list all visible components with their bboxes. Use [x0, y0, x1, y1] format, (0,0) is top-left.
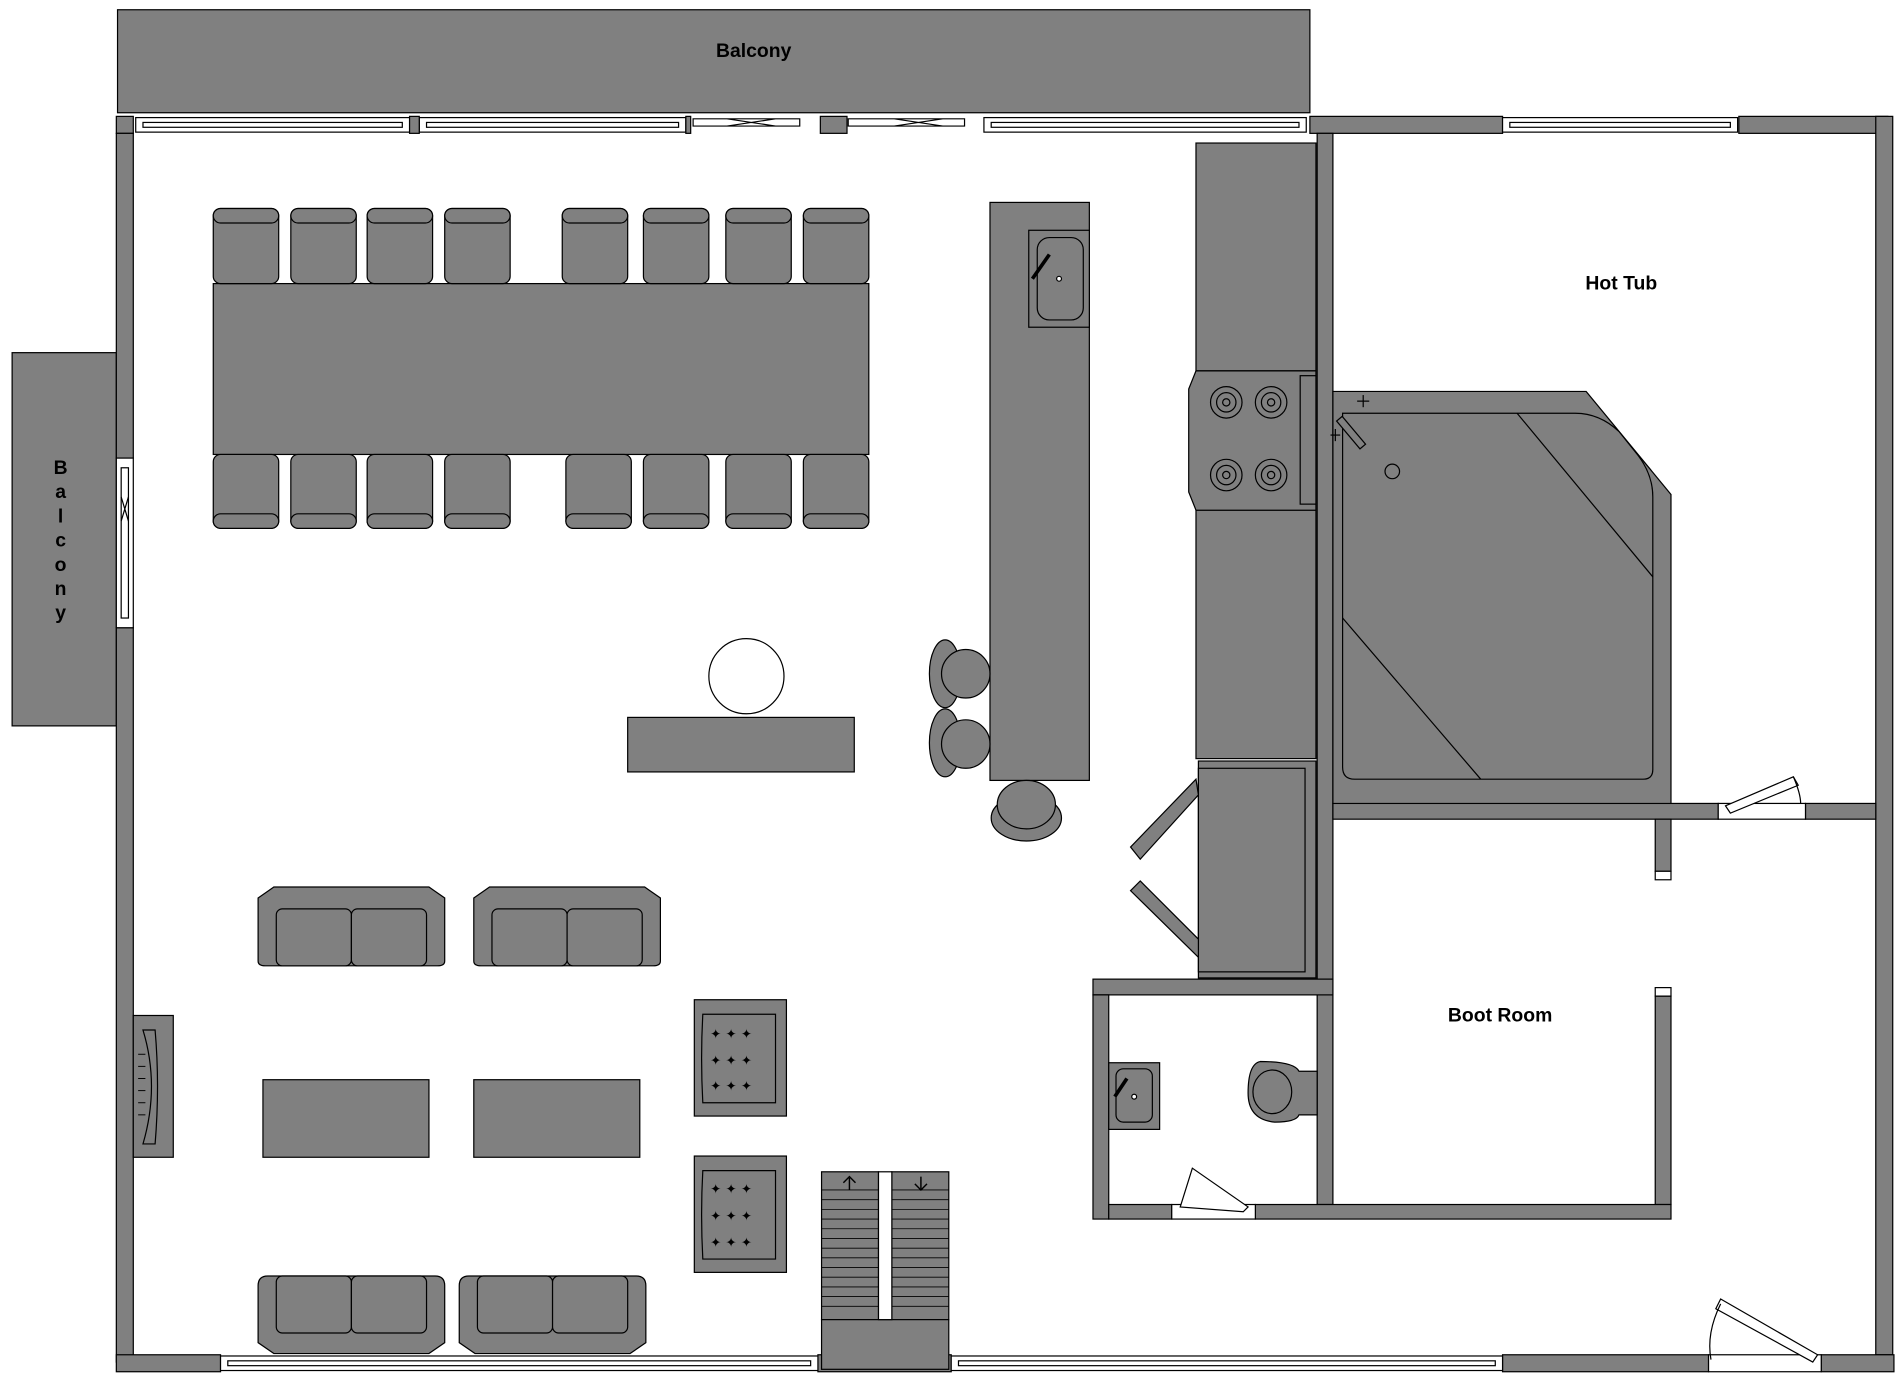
- balcony-left-letter: o: [55, 554, 67, 576]
- svg-text:✦ ✦ ✦: ✦ ✦ ✦: [710, 1236, 752, 1251]
- coffee-tables: [262, 1079, 641, 1158]
- door-entrance[interactable]: [1707, 1298, 1822, 1373]
- arrow-up-icon: [842, 1175, 856, 1190]
- svg-text:✦ ✦ ✦: ✦ ✦ ✦: [710, 1054, 752, 1069]
- svg-text:✦ ✦ ✦: ✦ ✦ ✦: [710, 1183, 752, 1198]
- fridge-doors: [1129, 777, 1200, 959]
- sofas-top: [257, 886, 662, 967]
- hot-tub: Hot Tub: [1330, 273, 1672, 805]
- bar-stools: [928, 639, 1063, 842]
- balcony-top: Balcony: [116, 9, 1311, 114]
- balcony-left: B a l c o n y: [11, 352, 117, 727]
- balcony-left-letter: l: [58, 505, 63, 527]
- svg-text:✦ ✦ ✦: ✦ ✦ ✦: [710, 1209, 752, 1224]
- bathroom-sink: [1108, 1062, 1161, 1130]
- window-left: [115, 457, 134, 629]
- svg-text:✦ ✦ ✦: ✦ ✦ ✦: [710, 1080, 752, 1095]
- balcony-left-letter: n: [55, 578, 67, 600]
- dining-chairs-top: [212, 207, 870, 285]
- console-table: [627, 638, 855, 773]
- hot-tub-label: Hot Tub: [1585, 273, 1657, 295]
- door-bathroom[interactable]: [1171, 1167, 1256, 1220]
- kitchen-counter: [1195, 142, 1317, 979]
- svg-text:✦ ✦ ✦: ✦ ✦ ✦: [710, 1028, 752, 1043]
- balcony-left-letter: B: [54, 457, 68, 479]
- boot-room-label: Boot Room: [1448, 1005, 1552, 1027]
- balcony-top-label: Balcony: [716, 40, 792, 62]
- balcony-left-letter: y: [55, 602, 66, 624]
- stove: [1188, 370, 1317, 511]
- dining-chairs-bottom: [212, 453, 870, 529]
- balcony-left-letter: c: [55, 530, 66, 552]
- arrow-down-icon: [914, 1176, 928, 1192]
- door-hot-tub[interactable]: [1717, 776, 1807, 820]
- balcony-left-letter: a: [55, 481, 66, 503]
- windows-bottom: [219, 1355, 1504, 1372]
- interior-walls: [1092, 132, 1877, 1220]
- kitchen-island: [989, 201, 1090, 782]
- boot-room-opening: [1654, 870, 1672, 997]
- windows-top: [135, 115, 1739, 134]
- lamp: [708, 638, 785, 715]
- exterior-walls: [115, 115, 1895, 1373]
- sink-icon: [1028, 229, 1090, 328]
- dining-table: [212, 282, 870, 456]
- fireplace-tv: [132, 1014, 174, 1158]
- sofas-bottom: [257, 1275, 647, 1355]
- stairs: [820, 1171, 950, 1370]
- armchairs: ✦ ✦ ✦ ✦ ✦ ✦ ✦ ✦ ✦ ✦ ✦ ✦ ✦ ✦ ✦ ✦ ✦ ✦: [693, 999, 788, 1273]
- toilet: [1247, 1060, 1318, 1123]
